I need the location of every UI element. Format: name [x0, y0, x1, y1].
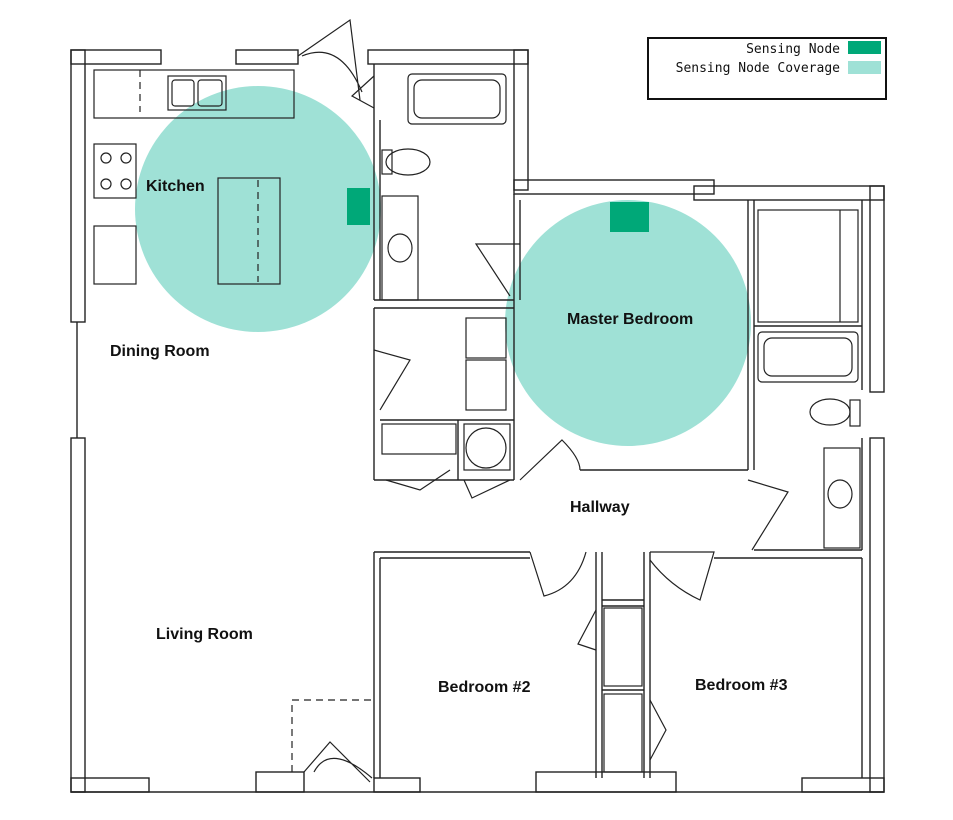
legend-label-coverage: Sensing Node Coverage [676, 61, 841, 76]
room-label-bedroom-2: Bedroom #2 [438, 679, 531, 696]
legend: Sensing Node Sensing Node Coverage [647, 37, 887, 100]
room-label-kitchen: Kitchen [146, 178, 205, 195]
legend-box [647, 37, 887, 100]
laundry-fixtures [381, 317, 643, 773]
master-bedroom-sensing-node [610, 202, 649, 232]
interior-walls [373, 64, 863, 778]
bathroom-fixtures [381, 73, 861, 549]
legend-label-sensing-node: Sensing Node [746, 42, 840, 57]
legend-swatch-sensing-node [848, 41, 881, 54]
doors [297, 18, 789, 783]
room-label-bedroom-3: Bedroom #3 [695, 677, 788, 694]
kitchen-sensing-node [347, 188, 370, 225]
room-label-dining-room: Dining Room [110, 343, 210, 360]
room-label-hallway: Hallway [570, 499, 630, 516]
exterior-walls [70, 49, 885, 793]
closet-fixtures [291, 209, 859, 772]
master-bedroom-coverage-area [505, 200, 751, 446]
room-label-master-bedroom: Master Bedroom [567, 311, 693, 328]
room-label-living-room: Living Room [156, 626, 253, 643]
kitchen-fixtures [93, 69, 295, 285]
legend-swatch-coverage [848, 61, 881, 74]
